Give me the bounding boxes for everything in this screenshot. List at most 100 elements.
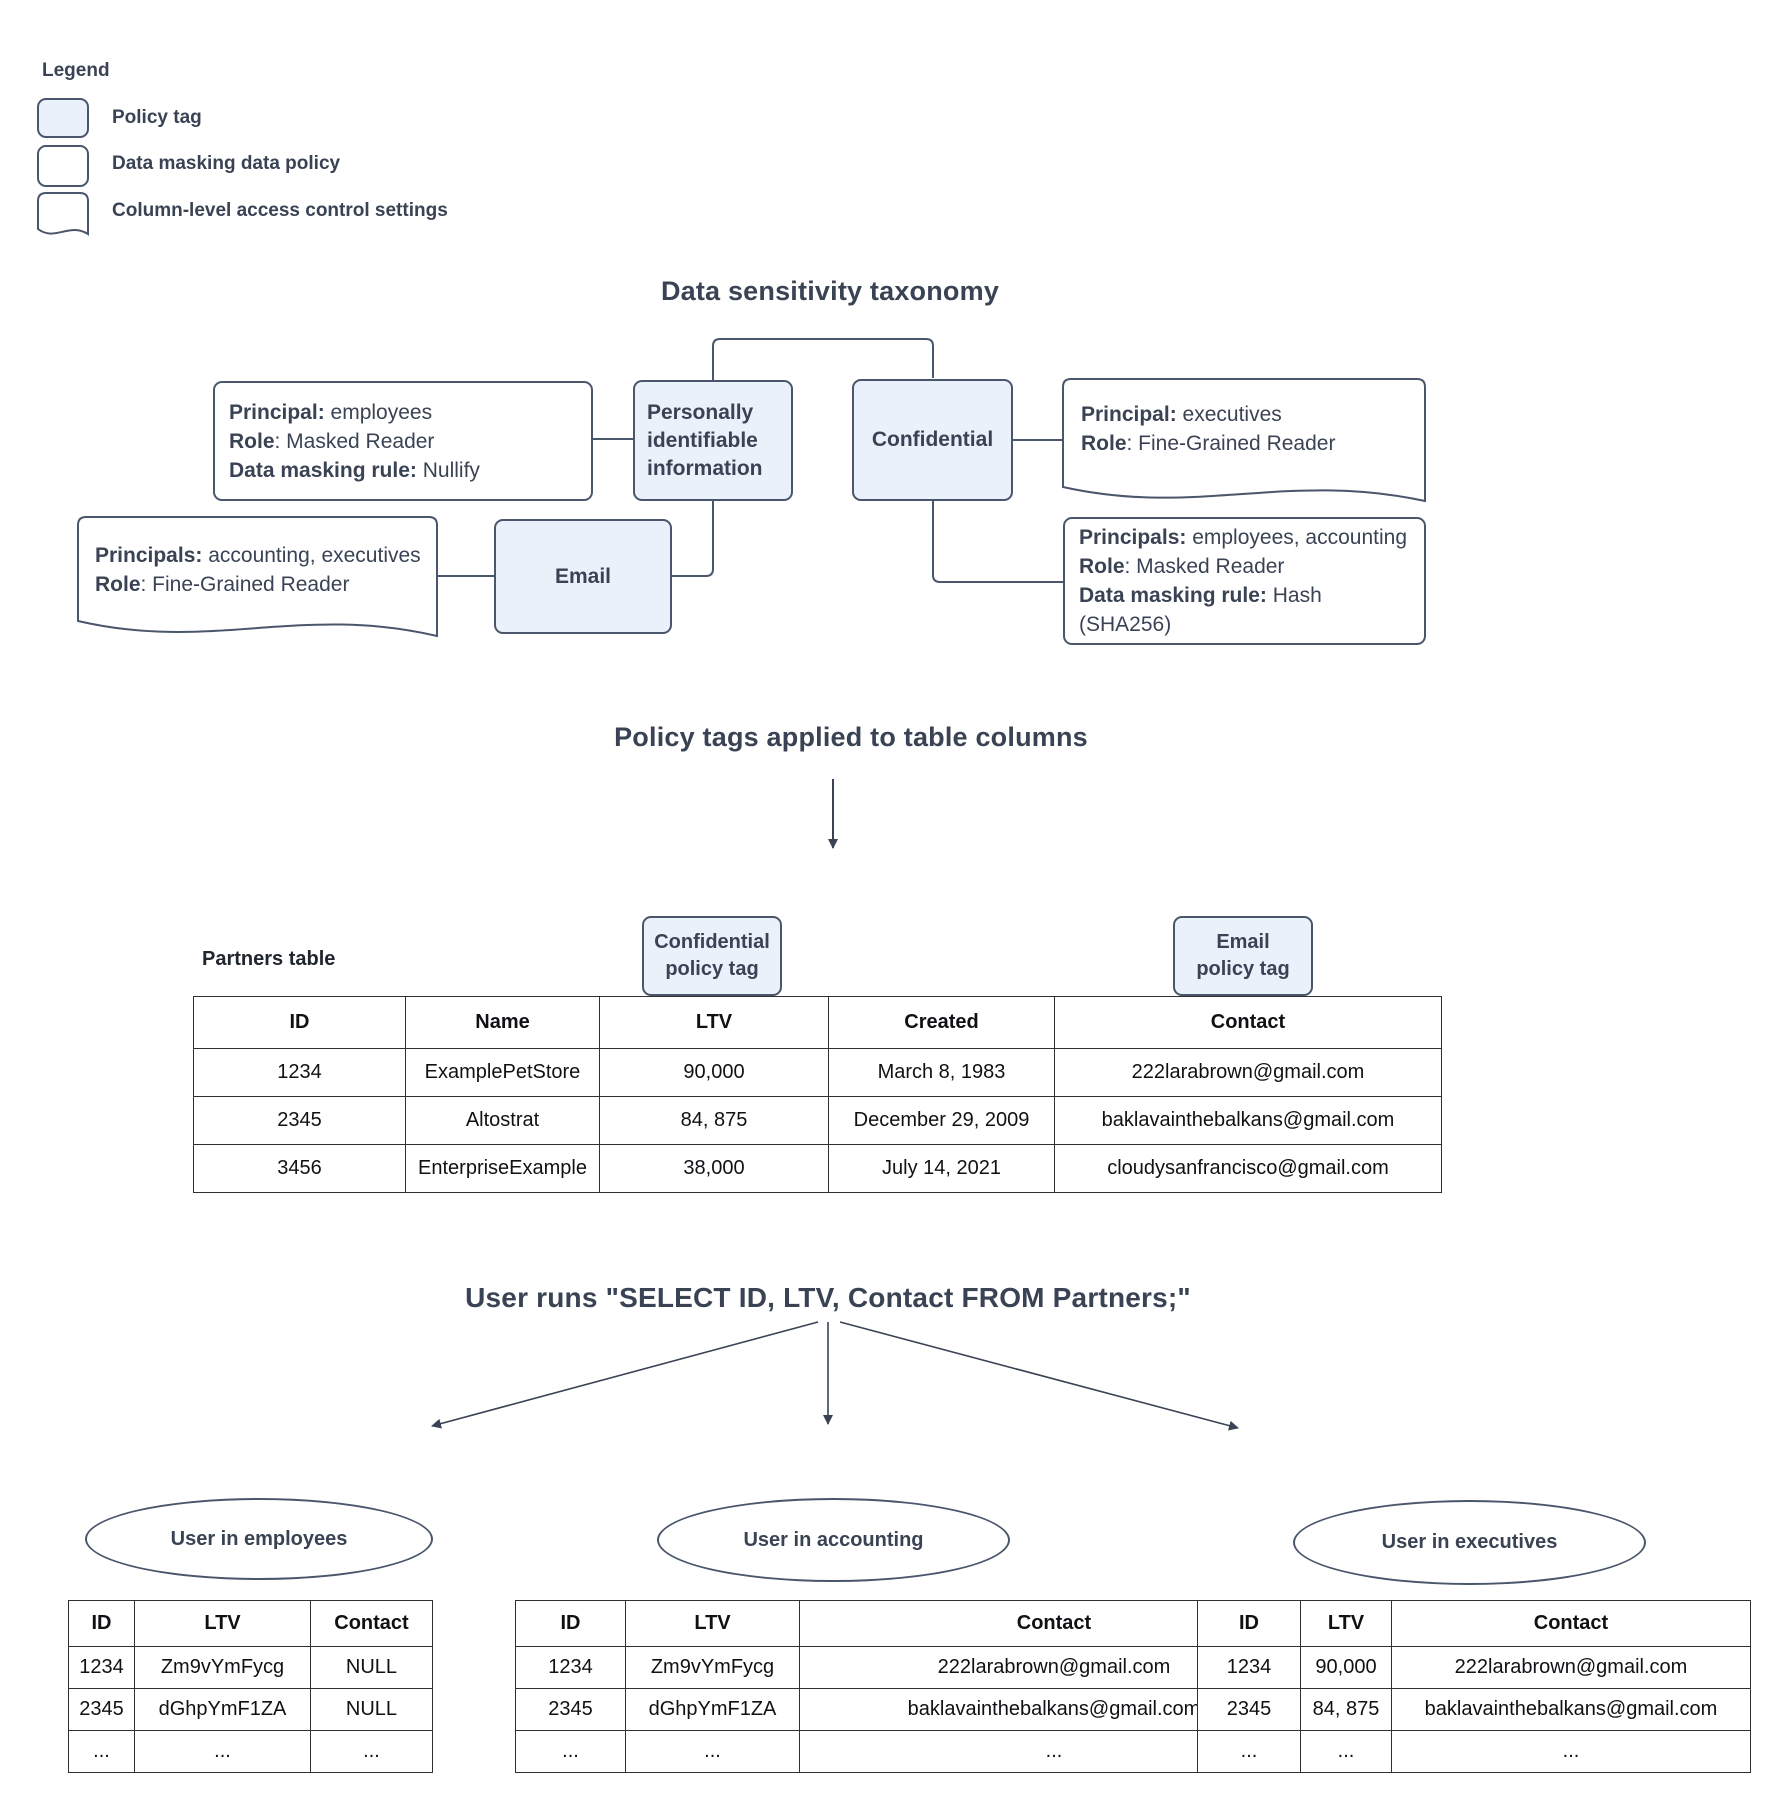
policy-line: Data masking rule: Hash (SHA256) [1079,584,1322,636]
email-policy-tag-callout: Email policy tag [1173,916,1313,996]
cell: NULL [310,1646,433,1689]
cell: ExamplePetStore [405,1048,600,1097]
query-arrow-right [839,1321,1239,1431]
cell: dGhpYmF1ZA [625,1688,800,1731]
cell: July 14, 2021 [828,1144,1055,1193]
cell: 1234 [1197,1646,1301,1689]
cell: Zm9vYmFycg [134,1646,311,1689]
partners-table-label: Partners table [202,948,336,970]
cell: 90,000 [599,1048,829,1097]
legend-policy-tag-swatch [37,98,89,138]
table-row: 1234 Zm9vYmFycg 222larabrown@gmail.com [515,1646,1309,1689]
cell: Altostrat [405,1096,600,1145]
pii-masking-policy-box: Principal: employees Role: Masked Reader… [213,381,593,501]
legend-item-data-masking: Data masking data policy [112,153,341,174]
result-header-row: ID LTV Contact [515,1600,1309,1647]
header-ltv: LTV [134,1600,311,1647]
policy-line: Principal: executives [1081,403,1282,426]
cell: 2345 [515,1688,626,1731]
policy-line: Principals: employees, accounting [1079,526,1408,549]
cell: December 29, 2009 [828,1096,1055,1145]
confidential-policy-tag-callout: Confidential policy tag [642,916,782,996]
cell: EnterpriseExample [405,1144,600,1193]
partners-header-name: Name [405,996,600,1049]
cell: ... [310,1730,433,1773]
cell: 38,000 [599,1144,829,1193]
cell: ... [1391,1730,1751,1773]
confidential-masking-policy-box: Principals: employees, accounting Role: … [1063,517,1426,645]
cell: March 8, 1983 [828,1048,1055,1097]
cell: ... [625,1730,800,1773]
table-row: 1234 ExamplePetStore 90,000 March 8, 198… [193,1048,1442,1097]
cell: 84, 875 [599,1096,829,1145]
email-access-policy-shape [77,516,438,638]
header-id: ID [515,1600,626,1647]
table-row: ... ... ... [515,1730,1309,1773]
cell: Zm9vYmFycg [625,1646,800,1689]
cell: 1234 [193,1048,406,1097]
email-access-policy-text: Principals: accounting, executives Role:… [95,541,421,599]
legend-access-control-swatch [37,192,89,236]
cell: 90,000 [1300,1646,1392,1689]
policy-tag-email: Email [494,519,672,634]
header-ltv: LTV [625,1600,800,1647]
cell: baklavainthebalkans@gmail.com [1054,1096,1442,1145]
pii-email-connector [672,501,714,577]
legend-item-policy-tag: Policy tag [112,107,202,128]
taxonomy-title: Data sensitivity taxonomy [660,276,1000,306]
header-id: ID [68,1600,135,1647]
result-header-row: ID LTV Contact [68,1600,433,1647]
cell: 1234 [68,1646,135,1689]
policy-line: Principals: accounting, executives [95,544,421,567]
header-id: ID [1197,1600,1301,1647]
policy-line: Role: Fine-Grained Reader [95,573,350,596]
table-row: ... ... ... [1197,1730,1751,1773]
cell: 222larabrown@gmail.com [1391,1646,1751,1689]
cell: 3456 [193,1144,406,1193]
accounting-result-table: ID LTV Contact 1234 Zm9vYmFycg 222larabr… [515,1600,1309,1773]
result-header-row: ID LTV Contact [1197,1600,1751,1647]
header-ltv: LTV [1300,1600,1392,1647]
table-row: 2345 Altostrat 84, 875 December 29, 2009… [193,1096,1442,1145]
query-title: User runs "SELECT ID, LTV, Contact FROM … [465,1282,1191,1313]
table-row: 1234 90,000 222larabrown@gmail.com [1197,1646,1751,1689]
policy-line: Role: Masked Reader [1079,555,1285,578]
legend-data-masking-swatch [37,145,89,187]
confidential-access-policy-shape [1062,378,1426,503]
taxonomy-bracket-connector [712,338,934,380]
partners-header-contact: Contact [1054,996,1442,1049]
confidential-access-policy-text: Principal: executives Role: Fine-Grained… [1081,400,1335,458]
header-contact: Contact [310,1600,433,1647]
policy-line: Role: Fine-Grained Reader [1081,432,1336,455]
executives-result-table: ID LTV Contact 1234 90,000 222larabrown@… [1197,1600,1751,1773]
user-accounting-ellipse: User in accounting [657,1498,1010,1582]
user-employees-ellipse: User in employees [85,1498,433,1580]
partners-header-created: Created [828,996,1055,1049]
cell: ... [515,1730,626,1773]
employees-result-table: ID LTV Contact 1234 Zm9vYmFycg NULL 2345… [68,1600,433,1773]
table-row: 2345 dGhpYmF1ZA baklavainthebalkans@gmai… [515,1688,1309,1731]
cell: 1234 [515,1646,626,1689]
user-executives-ellipse: User in executives [1293,1500,1646,1585]
cell: NULL [310,1688,433,1731]
table-row: 2345 84, 875 baklavainthebalkans@gmail.c… [1197,1688,1751,1731]
cell: 2345 [193,1096,406,1145]
policy-tag-pii: Personally identifiable information [633,380,793,501]
cell: ... [1197,1730,1301,1773]
cell: ... [68,1730,135,1773]
query-arrow-left [431,1321,819,1429]
cell: baklavainthebalkans@gmail.com [1391,1688,1751,1731]
cell: 222larabrown@gmail.com [1054,1048,1442,1097]
applied-title: Policy tags applied to table columns [614,722,1088,752]
header-contact: Contact [1391,1600,1751,1647]
cell: 84, 875 [1300,1688,1392,1731]
cell: cloudysanfrancisco@gmail.com [1054,1144,1442,1193]
table-row: 2345 dGhpYmF1ZA NULL [68,1688,433,1731]
policy-tag-confidential: Confidential [852,379,1013,501]
partners-table: ID Name LTV Created Contact 1234 Example… [193,996,1442,1193]
legend-title: Legend [42,60,110,81]
cell: ... [134,1730,311,1773]
policy-line: Role: Masked Reader [229,429,435,453]
